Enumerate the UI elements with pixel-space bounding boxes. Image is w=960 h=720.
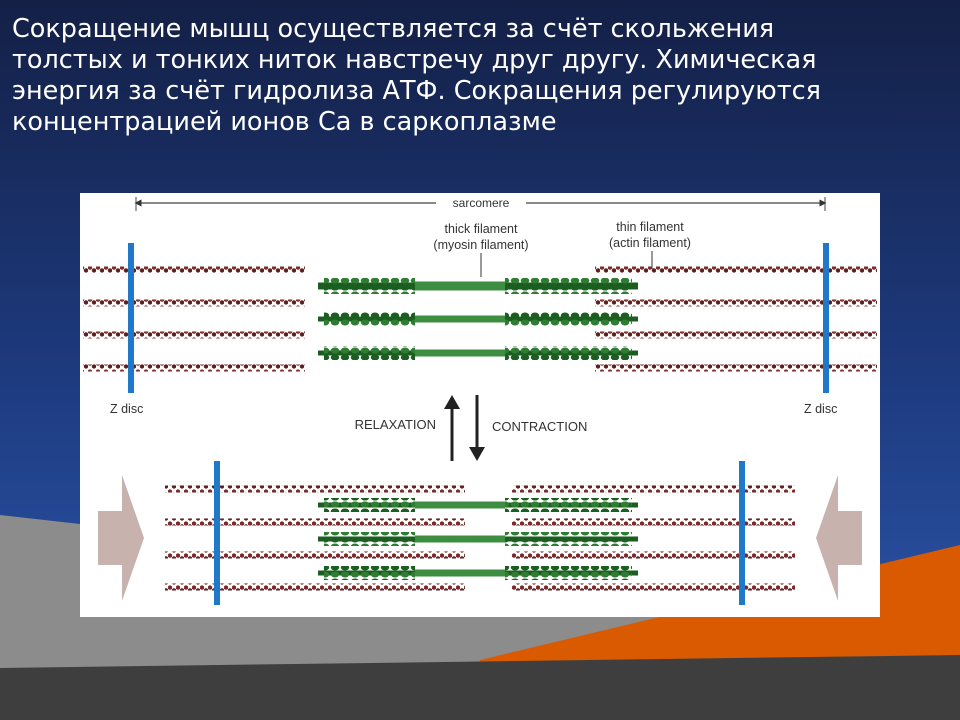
thick-filament <box>318 278 638 292</box>
z-disc-right-label: Z disc <box>804 402 837 416</box>
title-line-4: концентрацией ионов Ca в саркоплазме <box>12 107 557 137</box>
thick-filament <box>318 532 638 546</box>
sarcomere-diagram: sarcomere thick filament (myosin filamen… <box>83 195 877 605</box>
relaxation-label: RELAXATION <box>355 417 436 432</box>
thick-filament <box>318 312 638 326</box>
title-line-2: толстых и тонких ниток навстречу друг др… <box>12 45 817 75</box>
z-disc-right <box>823 243 829 393</box>
thin-filament-label: thin filament <box>616 220 684 234</box>
thin-filament-left <box>83 299 305 307</box>
sarcomere-diagram-panel: sarcomere thick filament (myosin filamen… <box>80 193 880 617</box>
thick-filament-label: thick filament <box>445 222 518 236</box>
thick-filament-sublabel: (myosin filament) <box>433 238 528 252</box>
thin-filament-left <box>165 583 465 591</box>
dark-band <box>0 655 960 720</box>
slide-title: Сокращение мышц осуществляется за счёт с… <box>12 14 952 138</box>
right-push-arrow <box>816 475 862 601</box>
thin-filament-right <box>595 331 877 339</box>
thin-filament-right <box>595 299 877 307</box>
thin-filament-right <box>512 485 795 493</box>
thin-filament-left <box>83 364 305 372</box>
thick-filament <box>318 566 638 580</box>
thin-filament-left <box>165 551 465 559</box>
thin-filament-left <box>165 485 465 493</box>
thin-filament-right <box>595 266 877 274</box>
title-line-1: Сокращение мышц осуществляется за счёт с… <box>12 14 775 44</box>
title-line-3: энергия за счёт гидролиза АТФ. Сокращени… <box>12 76 821 106</box>
thin-filament-right <box>512 583 795 591</box>
thick-filament <box>318 498 638 512</box>
contraction-label: CONTRACTION <box>492 419 587 434</box>
relaxed-sarcomere <box>83 243 877 393</box>
thin-filament-left <box>83 331 305 339</box>
z-disc-left <box>214 461 220 605</box>
z-disc-left <box>128 243 134 393</box>
contracted-sarcomere <box>165 461 795 605</box>
thin-filament-right <box>512 518 795 526</box>
thick-filament <box>318 346 638 360</box>
sarcomere-dimension: sarcomere <box>134 195 827 211</box>
thin-filament-left <box>165 518 465 526</box>
thin-filament-right <box>512 551 795 559</box>
thin-filament-left <box>83 266 305 274</box>
thin-filament-right <box>595 364 877 372</box>
thin-filament-sublabel: (actin filament) <box>609 236 691 250</box>
z-disc-right <box>739 461 745 605</box>
left-push-arrow <box>98 475 144 601</box>
z-disc-left-label: Z disc <box>110 402 143 416</box>
contraction-arrow <box>469 395 485 461</box>
sarcomere-label: sarcomere <box>453 196 510 210</box>
relaxation-arrow <box>444 395 460 461</box>
